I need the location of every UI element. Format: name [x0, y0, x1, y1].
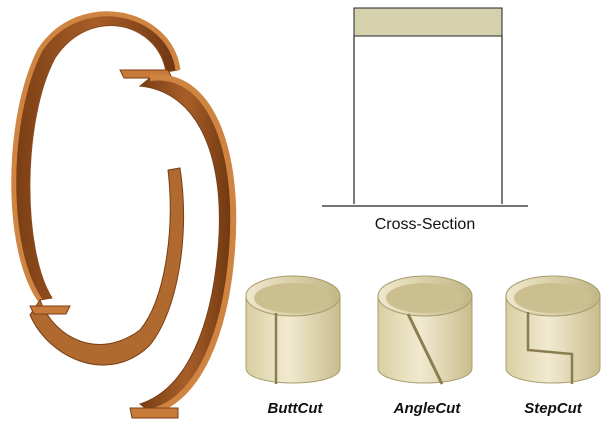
ring-butt-body	[245, 295, 341, 384]
ring-butt-cut	[245, 275, 341, 384]
ring-butt-hole	[254, 283, 332, 313]
step-cut-label: StepCut	[524, 400, 582, 417]
butt-cut-label: ButtCut	[267, 400, 323, 417]
band-mid-end	[29, 305, 71, 315]
ring-step-body	[505, 295, 601, 384]
spiral-wear-band	[11, 11, 237, 419]
band-coil-back-rim	[11, 11, 181, 302]
ring-step-cut-line	[526, 312, 574, 384]
cross-section-label: Cross-Section	[374, 216, 476, 233]
cross-section-diagram	[322, 7, 528, 207]
angle-cut-label: AngleCut	[393, 400, 461, 417]
ring-angle-hole	[386, 283, 464, 313]
ring-step-hole	[514, 283, 592, 313]
band-coil-lower	[29, 167, 184, 366]
ring-step-cut	[505, 275, 601, 384]
cross-section-body	[353, 36, 503, 204]
band-bottom-end	[129, 407, 179, 419]
ring-angle-cut-line	[406, 313, 444, 385]
ring-angle-cut	[377, 275, 473, 385]
ring-angle-body	[377, 295, 473, 384]
cross-section-band	[353, 7, 503, 37]
band-coil-front-rim	[149, 74, 237, 415]
